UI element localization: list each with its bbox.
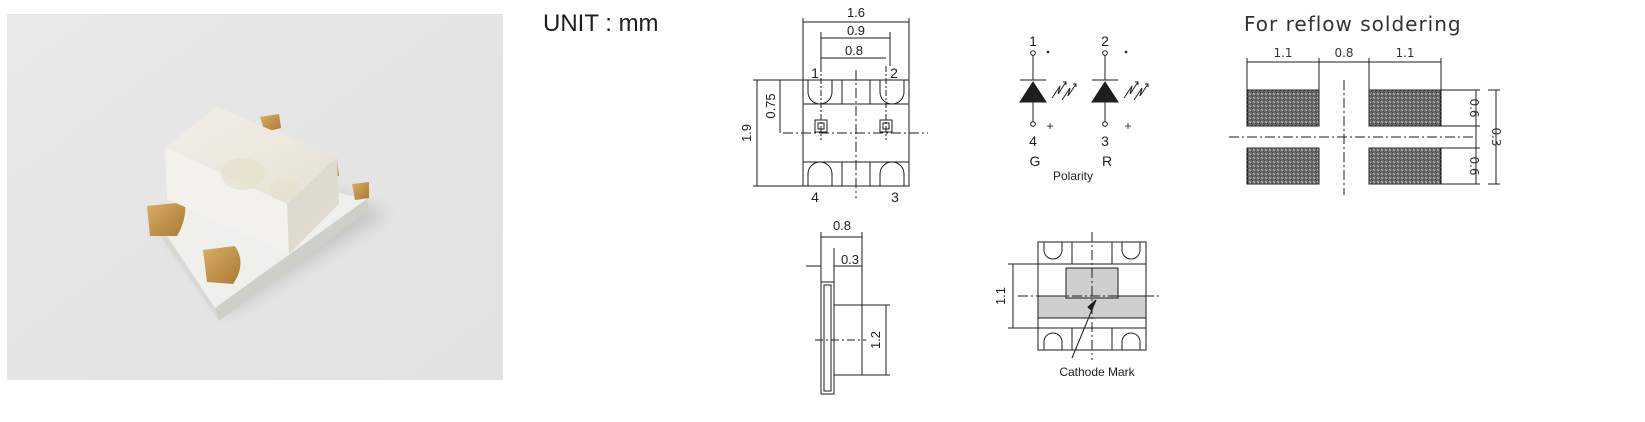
solder-pad-bottom-right (1368, 147, 1442, 185)
bottom-view (1008, 232, 1160, 360)
cathode-dim-label: 1.1 (993, 287, 1008, 305)
solder-pad-top-left (1246, 89, 1320, 127)
dim-pad-span-label: 0.9 (847, 23, 865, 38)
reflow-pad-layout (1229, 58, 1500, 195)
pin-2-label: 2 (890, 65, 898, 81)
pin-4-label: 4 (811, 189, 819, 205)
reflow-dim-left: 1.1 (1273, 46, 1292, 60)
polarity-pin-3: 3 (1101, 133, 1109, 149)
side-dim-depth-label: 0.8 (833, 218, 851, 233)
reflow-dim-gap-v: 0.3 (1489, 127, 1503, 146)
unit-label: UNIT : mm (543, 10, 659, 37)
reflow-dim-pad-bottom: 0.6 (1467, 156, 1481, 175)
gold-pad-back-3 (352, 182, 369, 200)
reflow-dim-pad-top: 0.6 (1467, 98, 1481, 117)
gold-pad-back-1 (260, 114, 281, 132)
reflow-title: For reflow soldering (1244, 12, 1462, 36)
polarity-diagram (1019, 50, 1149, 127)
top-view (753, 18, 928, 198)
reflow-dim-gap: 0.8 (1334, 46, 1353, 60)
polarity-pin-2: 2 (1101, 33, 1109, 49)
dim-width-label: 1.6 (847, 5, 865, 20)
pin-3-label: 3 (891, 189, 899, 205)
reflow-dim-right: 1.1 (1395, 46, 1414, 60)
dim-offset-label: 0.75 (763, 93, 778, 118)
side-dim-base-label: 0.3 (841, 252, 859, 267)
polarity-title: Polarity (1053, 169, 1093, 183)
polarity-pin-1: 1 (1029, 33, 1037, 49)
solder-pad-top-right (1368, 89, 1442, 127)
polarity-plus-right: + (1124, 119, 1131, 133)
polarity-green-label: G (1030, 153, 1041, 169)
cathode-mark-label: Cathode Mark (1059, 365, 1135, 379)
dim-inner-label: 0.8 (845, 43, 863, 58)
polarity-red-label: R (1102, 153, 1112, 169)
dim-height-label: 1.9 (739, 124, 754, 142)
gold-pad-front-right (203, 246, 241, 284)
solder-pad-bottom-left (1246, 147, 1320, 185)
gold-pad-front-left (147, 202, 186, 236)
side-view (806, 232, 890, 395)
side-dim-height-label: 1.2 (868, 331, 883, 349)
polarity-pin-4: 4 (1029, 133, 1037, 149)
polarity-plus-left: + (1046, 119, 1053, 133)
pin-1-label: 1 (811, 65, 819, 81)
led-product-photo (7, 14, 503, 380)
